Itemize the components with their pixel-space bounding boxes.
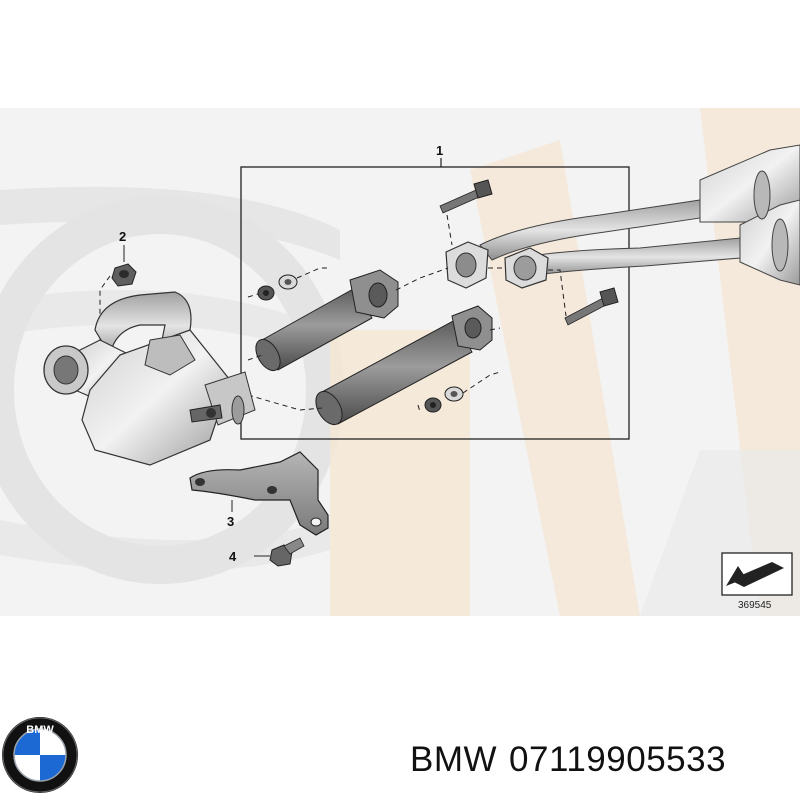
rear-flanges <box>445 241 549 289</box>
connecting-pipe-upper <box>255 269 399 372</box>
bolt-upper <box>439 179 493 214</box>
part-3-bracket <box>189 451 329 536</box>
callout-part-2: 2 <box>119 229 127 244</box>
connecting-pipe-lower <box>315 305 493 426</box>
bmw-logo: BMW <box>2 717 78 793</box>
bolt-lower <box>564 287 619 326</box>
callout-part-3: 3 <box>227 514 235 529</box>
diagram-number: 369545 <box>738 600 772 611</box>
part-caption: BMW 07119905533 <box>410 740 738 780</box>
rear-exhaust-pipes <box>479 144 800 286</box>
part-number: 07119905533 <box>509 740 727 779</box>
nut-washer-upper <box>257 274 298 301</box>
callout-part-4: 4 <box>229 549 237 564</box>
front-catalytic-converter <box>43 291 256 466</box>
bmw-logo-ring-text: BMW <box>26 724 54 736</box>
brand-name: BMW <box>410 740 498 779</box>
nut-washer-lower <box>424 386 464 413</box>
part-2-nut <box>111 245 137 287</box>
part-1-frame <box>240 158 630 440</box>
part-4-bolt <box>254 537 305 567</box>
orientation-arrow-icon <box>721 552 793 596</box>
callout-part-1: 1 <box>436 143 444 158</box>
